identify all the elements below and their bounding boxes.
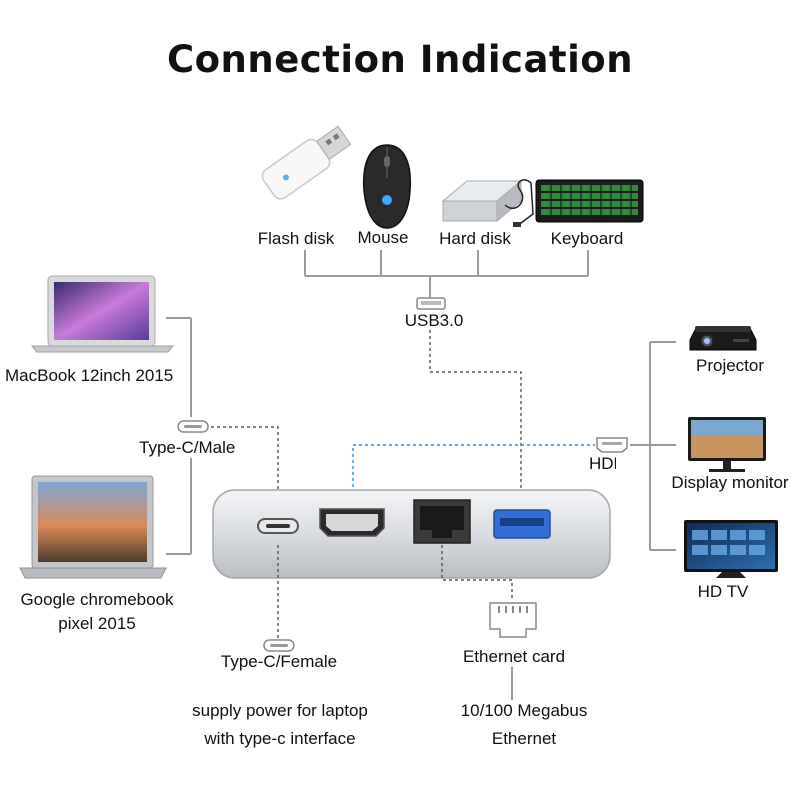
macbook-label: MacBook 12inch 2015	[5, 366, 174, 385]
keyboard-label: Keyboard	[550, 229, 624, 248]
supply-power-line1: supply power for laptop	[192, 701, 368, 720]
hd-tv-label: HD TV	[697, 582, 749, 601]
ethernet-jack-icon	[489, 602, 537, 638]
chromebook-label-line1: Google chromebook	[20, 590, 174, 609]
display-monitor-icon	[688, 417, 766, 472]
mouse-label: Mouse	[357, 228, 409, 247]
ethernet-connector-line	[441, 545, 513, 600]
usb-port-label: USB3.0	[404, 311, 464, 330]
hard-disk-label: Hard disk	[439, 229, 511, 248]
macbook-icon	[30, 275, 175, 353]
type-c-male-line	[211, 426, 279, 505]
type-c-female-icon	[263, 639, 295, 652]
ethernet-spec-line2: Ethernet	[491, 729, 557, 748]
keyboard-icon	[535, 179, 644, 223]
flash-disk-icon	[261, 125, 352, 200]
laptop-bracket	[166, 317, 192, 555]
flash-disk-label: Flash disk	[257, 229, 335, 248]
display-monitor-label: Display monitor	[671, 473, 789, 492]
mouse-icon	[362, 144, 412, 229]
projector-icon	[689, 326, 757, 351]
usb-port-icon	[416, 297, 446, 310]
usb-bracket	[304, 250, 589, 298]
hdmi-label: HDMI	[589, 454, 616, 473]
usb-connector-line	[429, 330, 522, 500]
hub-type-c-port	[257, 518, 299, 534]
type-c-male-icon	[177, 420, 209, 433]
type-c-male-label: Type-C/Male	[139, 438, 238, 458]
page-title: Connection Indication	[166, 38, 634, 81]
hub-hdmi-port	[319, 508, 385, 537]
chromebook-label-line2: pixel 2015	[58, 614, 136, 633]
ethernet-card-label: Ethernet card	[462, 647, 566, 666]
supply-power-line2: with type-c interface	[204, 729, 356, 748]
hard-disk-icon	[441, 179, 534, 227]
hd-tv-icon	[684, 520, 778, 578]
display-bracket	[630, 341, 676, 551]
hdmi-connector-line	[352, 444, 595, 505]
type-c-female-label: Type-C/Female	[220, 652, 338, 671]
chromebook-icon	[19, 475, 167, 579]
hub-usb-port	[493, 509, 551, 539]
hdmi-port-icon	[596, 437, 628, 453]
ethernet-spec-line1: 10/100 Megabus	[460, 701, 588, 720]
projector-label: Projector	[695, 356, 765, 375]
hub-ethernet-port	[413, 499, 471, 544]
